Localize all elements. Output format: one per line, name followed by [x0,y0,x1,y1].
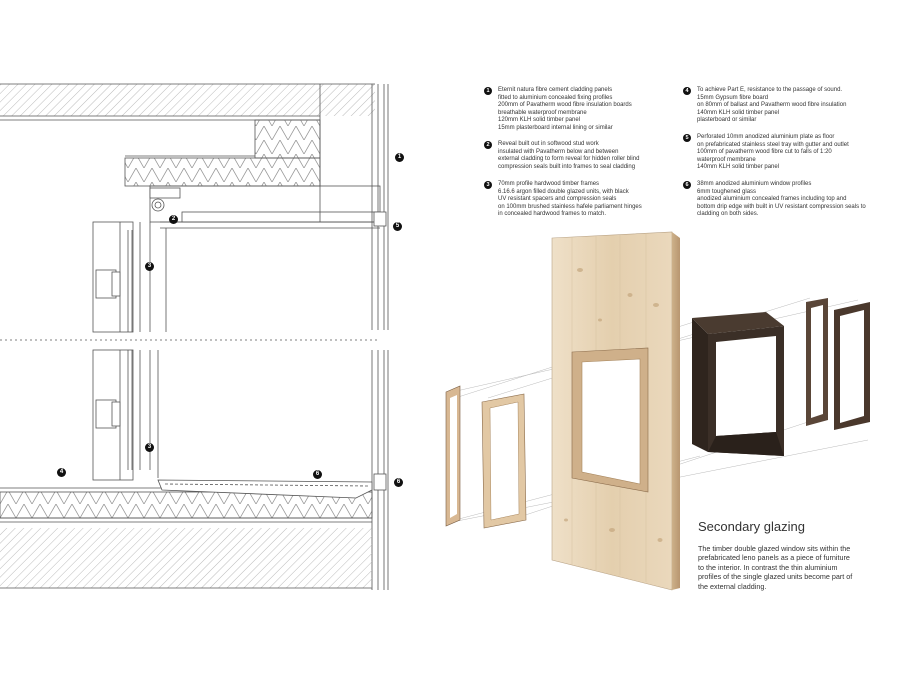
caption-line: The timber double glazed window sits wit… [698,544,851,553]
note-line: external cladding to form reveal for hid… [498,156,640,163]
note-2: 2 Reveal built out in softwood stud work… [484,141,640,171]
note-number: 5 [683,134,691,142]
note-line: 120mm KLH solid timber panel [498,117,581,124]
note-line: breathable waterproof membrane [498,109,587,116]
note-line: anodized aluminium concealed frames incl… [697,196,847,203]
section-drawing [0,83,389,590]
note-line: bottom drip edge with built in UV resist… [697,203,866,210]
note-line: cladding on both sides. [697,211,759,218]
note-number: 4 [683,87,691,95]
secondary-glazing-box [692,312,784,456]
note-line: Perforated 10mm anodized aluminium plate… [697,134,835,140]
marker-6-edge: 6 [394,478,403,487]
note-line: on 80mm of ballast and Pavatherm wood fi… [697,102,847,109]
marker-6-tray: 6 [313,470,322,479]
marker-4: 4 [57,468,66,477]
caption-line: to the interior. In contrast the thin al… [698,562,838,572]
marker-2: 2 [169,215,178,224]
note-line: on prefabricated stainless steel tray wi… [697,141,849,148]
clt-panel [551,231,680,591]
note-line: To achieve Part E, resistance to the pas… [697,87,843,93]
note-line: fitted to aluminium concealed fixing pro… [498,94,613,101]
timber-window-frame [481,393,527,529]
external-glazing-frame-right-2 [834,302,870,430]
note-line: UV resistant spacers and compression sea… [498,196,617,203]
note-line: Eternit natura fibre cement cladding pan… [498,87,613,93]
note-line: 200mm of Pavatherm wood fibre insulation… [498,102,632,109]
external-glazing-frame-outer [445,385,461,527]
note-line: insulated with Pavatherm below and betwe… [498,148,619,155]
note-line: 15mm plasterboard internal lining or sim… [498,124,613,131]
caption-line: profiles of the single glazed units beco… [698,572,853,582]
note-line: compression seals built into frames to s… [498,163,636,170]
note-line: 38mm anodized aluminium window profiles [697,181,812,187]
note-line: plasterboard or similar [697,117,757,124]
note-number: 2 [484,141,492,149]
note-line: 6.16.6 argon filled double glazed units,… [498,188,629,195]
external-glazing-frame-right-1 [806,298,828,426]
note-6: 6 38mm anodized aluminium window profile… [683,181,866,219]
marker-3-upper: 3 [145,262,154,271]
exploded-axonometric [445,231,870,591]
note-line: 15mm Gypsum fibre board [697,94,769,101]
note-line: in concealed hardwood frames to match. [498,211,607,218]
note-4: 4 To achieve Part E, resistance to the p… [683,87,847,125]
note-1: 1 Eternit natura fibre cement cladding p… [484,87,632,133]
section-heading: Secondary glazing [698,519,805,534]
note-line: 140mm KLH solid timber panel [697,109,780,116]
note-line: Reveal built out in softwood stud work [498,141,599,147]
note-number: 1 [484,87,492,95]
note-line: waterproof membrane [697,156,756,163]
note-line: 140mm KLH solid timber panel [697,164,780,171]
marker-3-lower: 3 [145,443,154,452]
marker-5: 5 [393,222,402,231]
note-number: 6 [683,181,691,189]
caption-line: the external cladding. [698,581,767,591]
note-5: 5 Perforated 10mm anodized aluminium pla… [683,134,849,172]
note-3: 3 70mm profile hardwood timber frames 6.… [484,181,642,219]
marker-1: 1 [395,153,404,162]
note-line: 70mm profile hardwood timber frames [498,181,600,187]
caption-line: prefabricated leno panels as a piece of … [698,553,850,563]
caption: The timber double glazed window sits wit… [698,544,888,591]
note-line: 6mm toughened glass [697,188,757,195]
note-number: 3 [484,181,492,189]
note-line: 100mm of pavatherm wood fibre cut to fal… [697,149,832,156]
note-line: on 100mm brushed stainless hafele parlia… [498,203,642,210]
